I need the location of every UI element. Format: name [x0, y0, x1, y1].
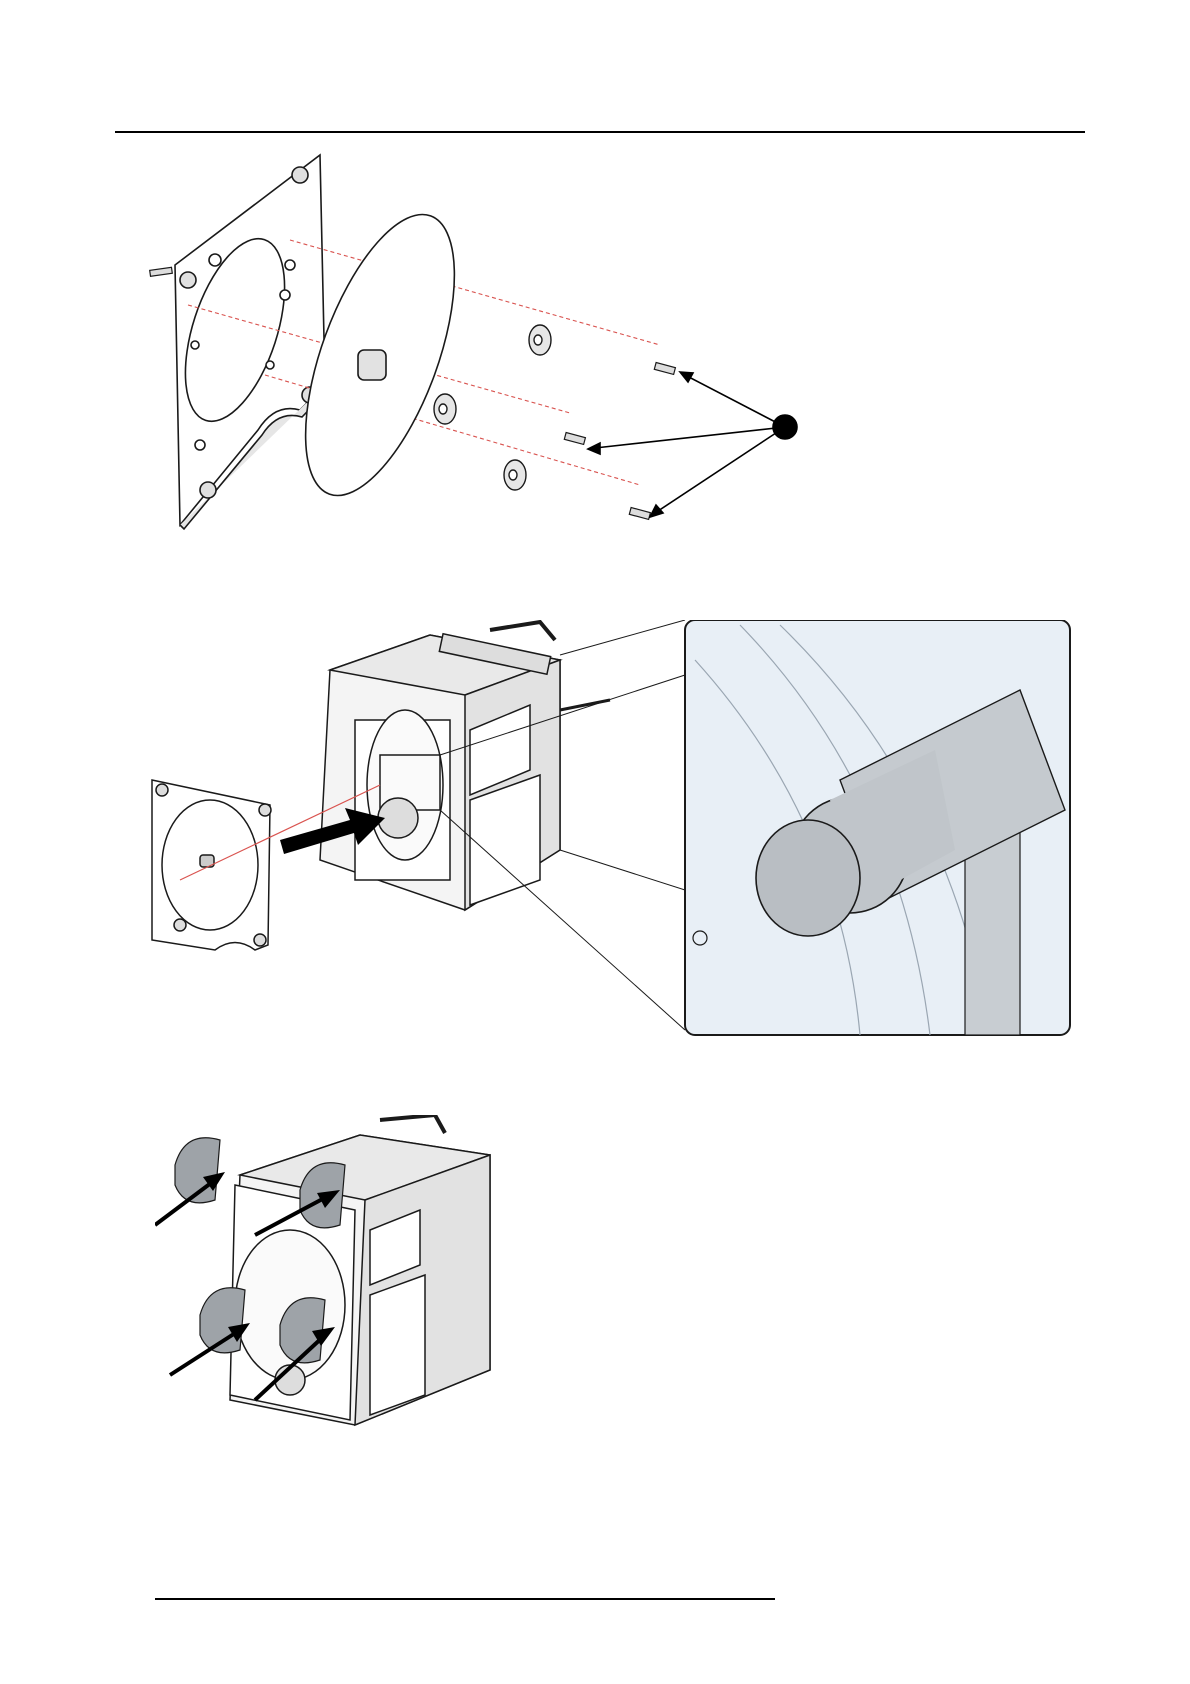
figure-insert-plate — [140, 620, 1075, 1040]
projector-housing — [320, 622, 610, 910]
figure-fasten-screws — [155, 1115, 555, 1475]
exploded-plate-drawing — [140, 145, 820, 535]
header-rule — [115, 131, 1085, 133]
plate-side-screw — [150, 267, 173, 276]
footer-rule — [155, 1598, 775, 1600]
callout-arrows — [588, 372, 797, 517]
rotate-arrow-top-left — [155, 1138, 225, 1225]
projector-housing-front — [230, 1115, 490, 1425]
figure-exploded-plate — [140, 145, 820, 535]
insert-plate-drawing — [140, 620, 1075, 1040]
spacers — [434, 325, 551, 490]
fasten-screws-drawing — [155, 1115, 555, 1475]
mounting-plate — [166, 155, 329, 529]
detail-magnifier — [685, 620, 1070, 1035]
